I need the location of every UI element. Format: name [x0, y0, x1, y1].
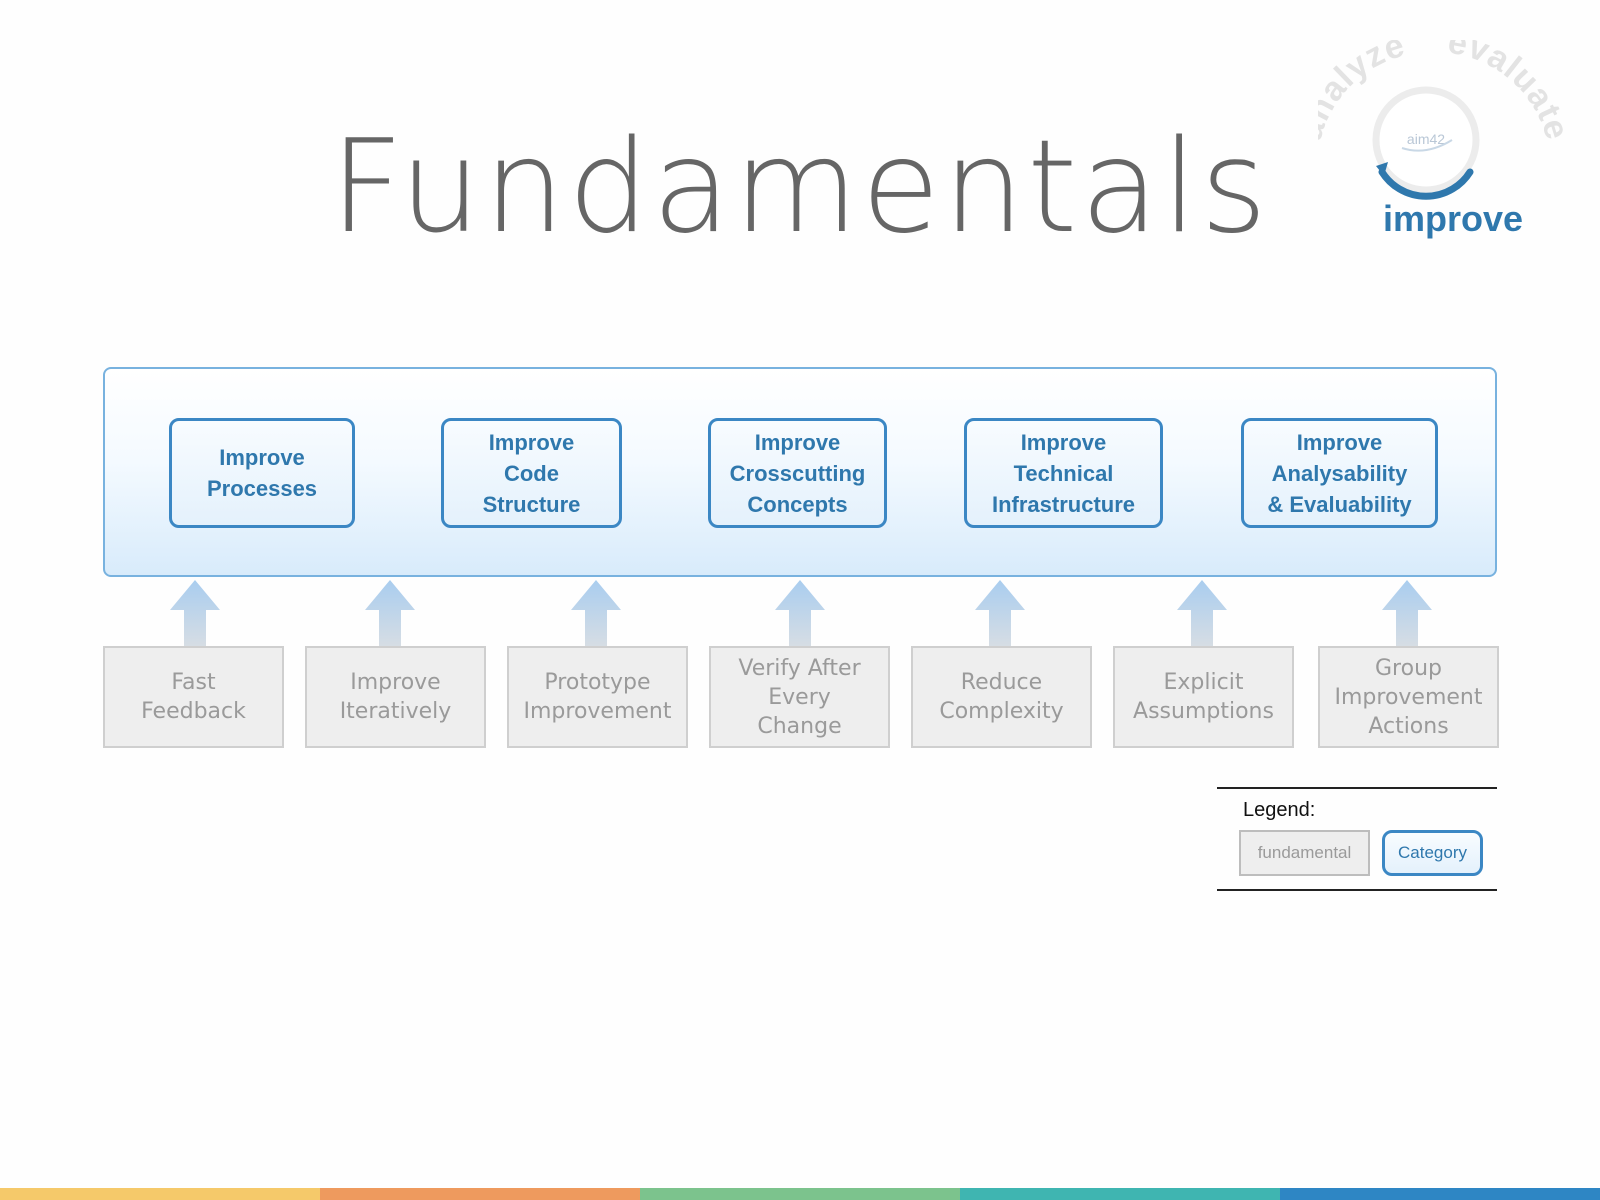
category-improve-code-structure: Improve Code Structure: [441, 418, 622, 528]
legend-category-swatch: Category: [1382, 830, 1483, 876]
improve-logo: analyze evaluate aim42 improve: [1318, 40, 1588, 250]
fundamental-verify-after-every-change: Verify After Every Change: [709, 646, 890, 748]
fundamental-fast-feedback: Fast Feedback: [103, 646, 284, 748]
category-panel: Improve Processes Improve Code Structure…: [103, 367, 1497, 577]
category-improve-crosscutting-concepts: Improve Crosscutting Concepts: [708, 418, 887, 528]
bottom-color-bar: [0, 1188, 1600, 1200]
color-bar-segment: [1280, 1188, 1600, 1200]
category-improve-analysability: Improve Analysability & Evaluability: [1241, 418, 1438, 528]
legend-title: Legend:: [1243, 799, 1316, 821]
up-arrow-icon: [571, 580, 621, 646]
up-arrow-icon: [170, 580, 220, 646]
page-title: Fundamentals: [330, 113, 1270, 262]
color-bar-segment: [960, 1188, 1280, 1200]
up-arrow-icon: [775, 580, 825, 646]
up-arrow-icon: [1382, 580, 1432, 646]
fundamental-prototype-improvement: Prototype Improvement: [507, 646, 688, 748]
category-improve-technical-infrastructure: Improve Technical Infrastructure: [964, 418, 1163, 528]
legend: Legend: fundamental Category: [1217, 787, 1497, 891]
category-improve-processes: Improve Processes: [169, 418, 355, 528]
color-bar-segment: [0, 1188, 320, 1200]
up-arrow-icon: [975, 580, 1025, 646]
legend-fundamental-swatch: fundamental: [1239, 830, 1370, 876]
logo-center-text: aim42: [1407, 131, 1445, 147]
color-bar-segment: [640, 1188, 960, 1200]
fundamental-reduce-complexity: Reduce Complexity: [911, 646, 1092, 748]
color-bar-segment: [320, 1188, 640, 1200]
logo-word: improve: [1382, 198, 1524, 239]
fundamental-improve-iteratively: Improve Iteratively: [305, 646, 486, 748]
fundamental-group-improvement-actions: Group Improvement Actions: [1318, 646, 1499, 748]
up-arrow-icon: [1177, 580, 1227, 646]
cycle-logo-icon: analyze evaluate aim42: [1318, 40, 1575, 200]
fundamental-explicit-assumptions: Explicit Assumptions: [1113, 646, 1294, 748]
up-arrow-icon: [365, 580, 415, 646]
